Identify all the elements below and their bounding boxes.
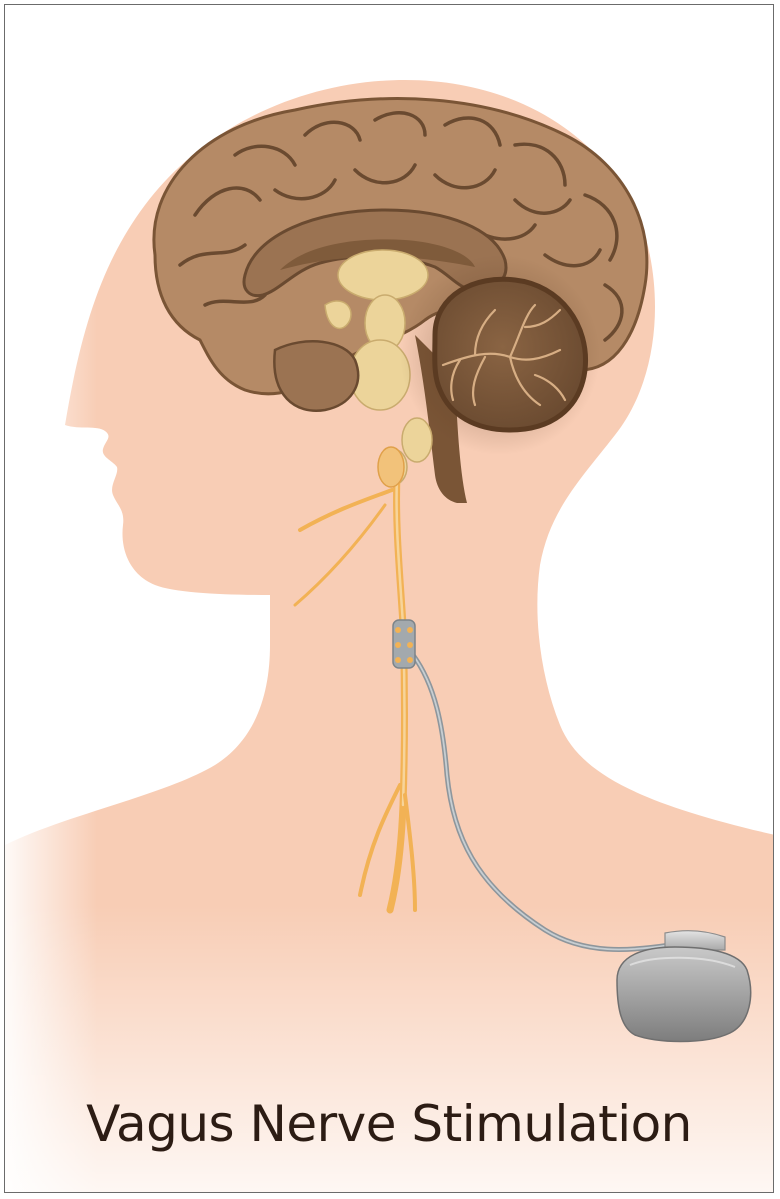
electrode-coil [393,620,415,668]
cerebellum [400,255,600,455]
temporal-lobe [274,341,358,410]
caption-title: Vagus Nerve Stimulation [5,1095,773,1153]
illustration-frame: Vagus Nerve Stimulation [4,4,774,1193]
vns-illustration [5,5,774,1193]
